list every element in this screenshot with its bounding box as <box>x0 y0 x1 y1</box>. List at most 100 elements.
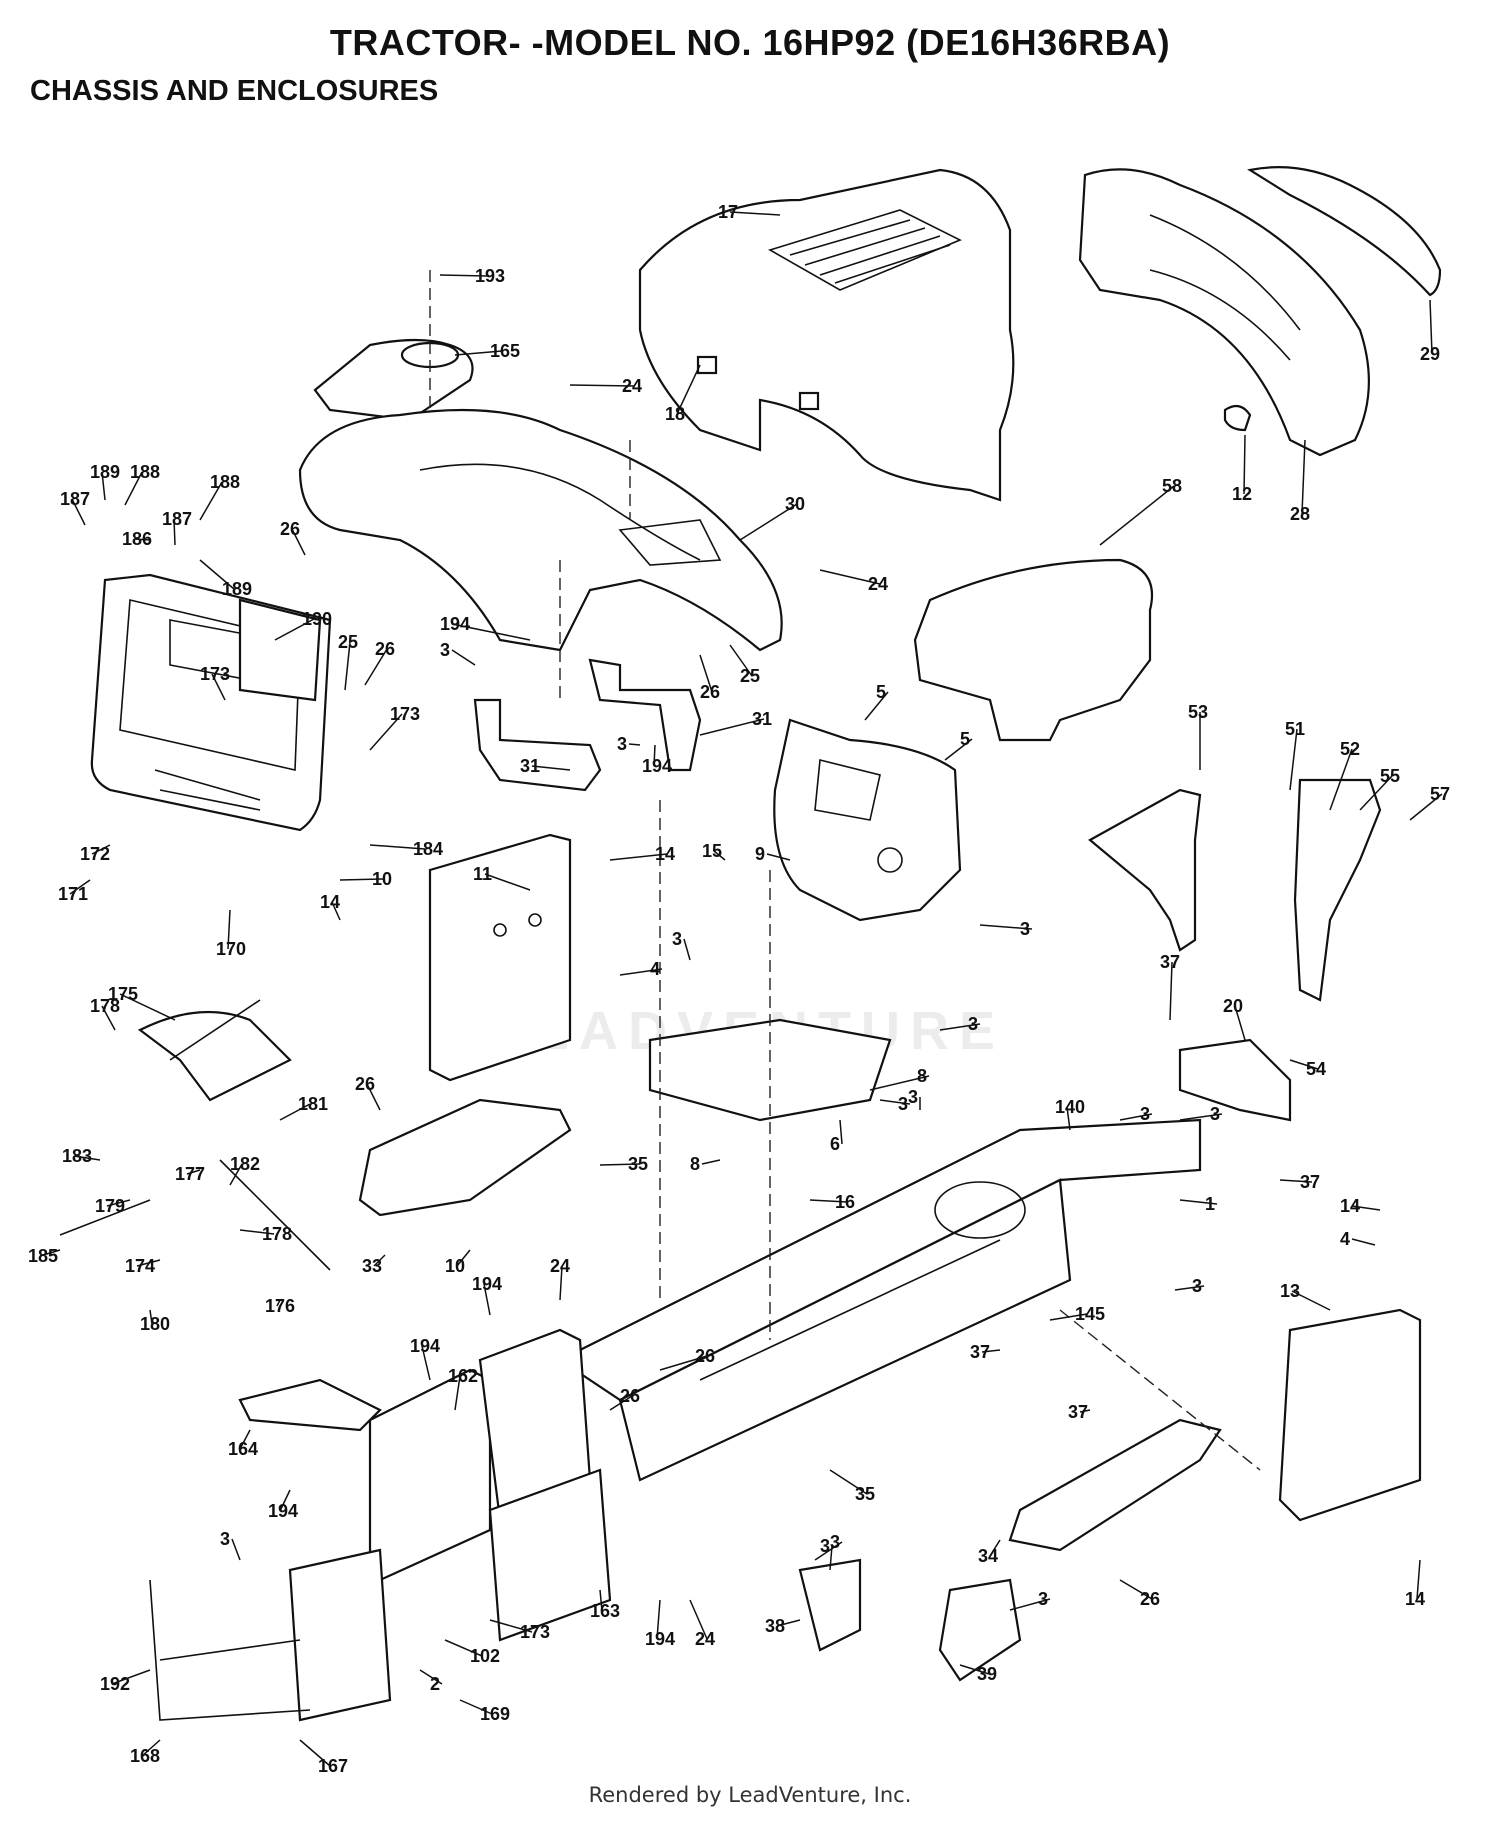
bracket-38-part <box>798 1558 862 1652</box>
callout-leader-line <box>739 503 798 541</box>
callout-label: 176 <box>265 1296 295 1316</box>
callout-leader-line <box>599 1163 641 1166</box>
callout-label: 194 <box>645 1629 675 1649</box>
callout-label: 37 <box>1160 952 1180 972</box>
callout-leader-line <box>1079 1409 1091 1413</box>
callout-label: 178 <box>262 1224 292 1244</box>
callout-leader-line <box>331 901 341 921</box>
callout-leader-line <box>1179 1113 1223 1121</box>
callout-leader-line <box>829 1545 833 1571</box>
callout-label: 10 <box>445 1256 465 1276</box>
steering-pan-part <box>913 558 1154 742</box>
callout-label: 177 <box>175 1164 205 1184</box>
callout-label: 194 <box>642 756 672 776</box>
callout-leader-line <box>106 1199 131 1207</box>
callout-leader-line <box>1119 1113 1153 1121</box>
callout-leader-line <box>1289 728 1298 791</box>
callout-label: 3 <box>820 1536 830 1556</box>
callout-leader-line <box>1119 1579 1153 1600</box>
callout-label: 11 <box>473 864 492 884</box>
callout-leader-line <box>173 518 176 546</box>
callout-leader-line <box>699 718 765 736</box>
right-side-bracket-part <box>1293 778 1382 1002</box>
callout-label: 3 <box>908 1087 918 1107</box>
callout-leader-line <box>149 1309 153 1325</box>
callout-label: 1 <box>1205 1194 1215 1214</box>
callout-leader-line <box>1429 299 1433 355</box>
callout-leader-line <box>879 1099 911 1105</box>
callout-leader-line <box>364 648 388 686</box>
callout-label: 25 <box>338 632 358 652</box>
callout-label: 193 <box>475 266 505 286</box>
callout-leader-line <box>373 1254 386 1267</box>
callout-leader-line <box>1289 1059 1319 1070</box>
hood-part <box>638 168 1015 502</box>
callout-label: 24 <box>695 1629 715 1649</box>
callout-leader-line <box>676 364 701 415</box>
callout-leader-line <box>133 538 151 541</box>
dash-enclosure-part <box>298 408 783 652</box>
callout-leader-line <box>1174 1285 1205 1291</box>
callout-label: 3 <box>1210 1104 1220 1124</box>
callout-leader-line <box>829 1469 868 1495</box>
callout-label: 24 <box>550 1256 570 1276</box>
callout-label: 173 <box>520 1622 550 1642</box>
callout-leader-line <box>1234 1005 1246 1041</box>
callout-label: 3 <box>830 1532 840 1552</box>
right-panel-part <box>1278 1308 1422 1522</box>
callout-leader-line <box>609 853 668 861</box>
callout-label: 6 <box>830 1134 840 1154</box>
mounting-bracket-part <box>1178 1038 1292 1122</box>
callout-leader-line <box>1416 1559 1421 1600</box>
callout-leader-line <box>713 850 726 861</box>
callout-label: 4 <box>650 959 660 979</box>
callout-label: 194 <box>440 614 470 634</box>
callout-leader-line <box>339 878 385 881</box>
callout-label: 57 <box>1430 784 1450 804</box>
callout-leader-line <box>619 968 663 976</box>
callout-leader-line <box>701 1159 721 1165</box>
callout-label: 2 <box>430 1674 440 1694</box>
callout-label: 164 <box>228 1439 258 1459</box>
callout-label: 58 <box>1162 476 1182 496</box>
left-side-bracket-part <box>1088 788 1202 952</box>
callout-label: 187 <box>60 489 90 509</box>
callout-label: 182 <box>230 1154 260 1174</box>
callout-leader-line <box>369 844 426 850</box>
callout-leader-line <box>421 1345 431 1381</box>
callout-label: 12 <box>1232 484 1252 504</box>
callout-leader-line <box>456 1249 471 1267</box>
callout-leader-line <box>1243 434 1246 495</box>
callout-label: 55 <box>1380 766 1400 786</box>
callout-leader-line <box>1169 961 1173 1021</box>
bracket-39-part <box>938 1578 1022 1682</box>
callout-leader-line <box>683 938 691 961</box>
callout-label: 3 <box>1020 919 1030 939</box>
callout-leader-line <box>366 1083 381 1111</box>
callout-label: 169 <box>480 1704 510 1724</box>
callout-label: 16 <box>835 1192 855 1212</box>
callout-label: 174 <box>125 1256 155 1276</box>
callout-leader-line <box>274 618 315 641</box>
callout-label: 3 <box>968 1014 978 1034</box>
callout-leader-line <box>1049 1313 1088 1321</box>
footer-credit: Rendered by LeadVenture, Inc. <box>588 1783 912 1807</box>
callout-leader-line <box>239 1429 251 1450</box>
callout-label: 189 <box>90 462 120 482</box>
callout-leader-line <box>609 1395 633 1411</box>
callout-leader-line <box>71 498 86 526</box>
callout-label: 3 <box>672 929 682 949</box>
callout-leader-line <box>959 1664 990 1675</box>
callout-leader-line <box>1359 775 1393 811</box>
callout-label: 37 <box>1068 1402 1088 1422</box>
callout-leader-line <box>101 471 106 501</box>
callout-leader-line <box>989 1539 1001 1557</box>
callout-label: 14 <box>1340 1196 1360 1216</box>
callout-leader-line <box>69 879 91 895</box>
callout-leader-line <box>729 211 781 216</box>
callout-label: 187 <box>162 509 192 529</box>
callout-label: 35 <box>628 1154 648 1174</box>
callout-label: 188 <box>130 462 160 482</box>
callout-leader-line <box>186 1169 201 1175</box>
callout-label: 145 <box>1075 1304 1105 1324</box>
